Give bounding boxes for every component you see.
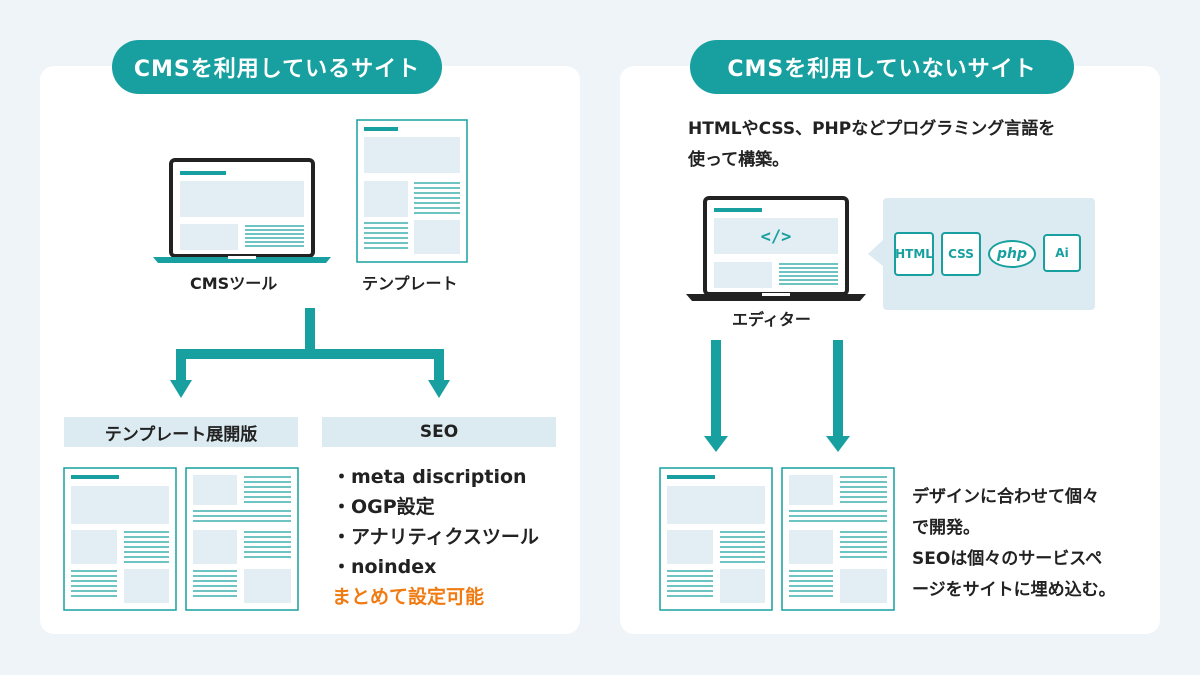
custom-page-a [659, 467, 773, 611]
php-icon: php [988, 240, 1036, 268]
seo-item-meta: ・meta discription [332, 466, 527, 488]
seo-item-ogp: ・OGP設定 [332, 496, 435, 518]
custom-page-b [781, 467, 895, 611]
template-deployed-page-a [63, 467, 177, 611]
cms-tool-label: CMSツール [190, 274, 278, 293]
code-symbol: </> [761, 227, 792, 247]
css-file-icon: CSS [941, 232, 981, 276]
editor-label: エディター [732, 310, 811, 329]
seo-item-noindex: ・noindex [332, 556, 437, 578]
seo-item-analytics: ・アナリティクスツール [332, 526, 539, 548]
desc-line-2: で開発。 [912, 518, 980, 538]
intro-line-1: HTMLやCSS、PHPなどプログラミング言語を [688, 119, 1056, 139]
template-label: テンプレート [362, 274, 458, 293]
intro-line-2: 使って構築。 [688, 150, 790, 170]
laptop-icon [153, 158, 331, 263]
template-deployed-page-b [185, 467, 299, 611]
desc-line-1: デザインに合わせて個々 [912, 487, 1099, 507]
seo-note: まとめて設定可能 [332, 586, 485, 608]
illustrator-icon: Ai [1043, 234, 1081, 272]
branch-template-heading: テンプレート展開版 [64, 417, 298, 447]
editor-laptop-icon [686, 196, 866, 301]
custom-dev-description: デザインに合わせて個々 で開発。 SEOは個々のサービスペ ージをサイトに埋め込… [912, 482, 1116, 606]
desc-line-4: ージをサイトに埋め込む。 [912, 580, 1116, 600]
title-cms-site: CMSを利用しているサイト [112, 40, 442, 94]
intro-text: HTMLやCSS、PHPなどプログラミング言語を 使って構築。 [688, 114, 1055, 176]
html-file-icon: HTML [894, 232, 934, 276]
down-arrows [704, 340, 850, 452]
title-non-cms-site: CMSを利用していないサイト [690, 40, 1074, 94]
template-document-icon [356, 119, 468, 263]
desc-line-3: SEOは個々のサービスペ [912, 549, 1103, 569]
branch-seo-heading: SEO [322, 417, 556, 447]
branch-arrow [170, 308, 450, 398]
